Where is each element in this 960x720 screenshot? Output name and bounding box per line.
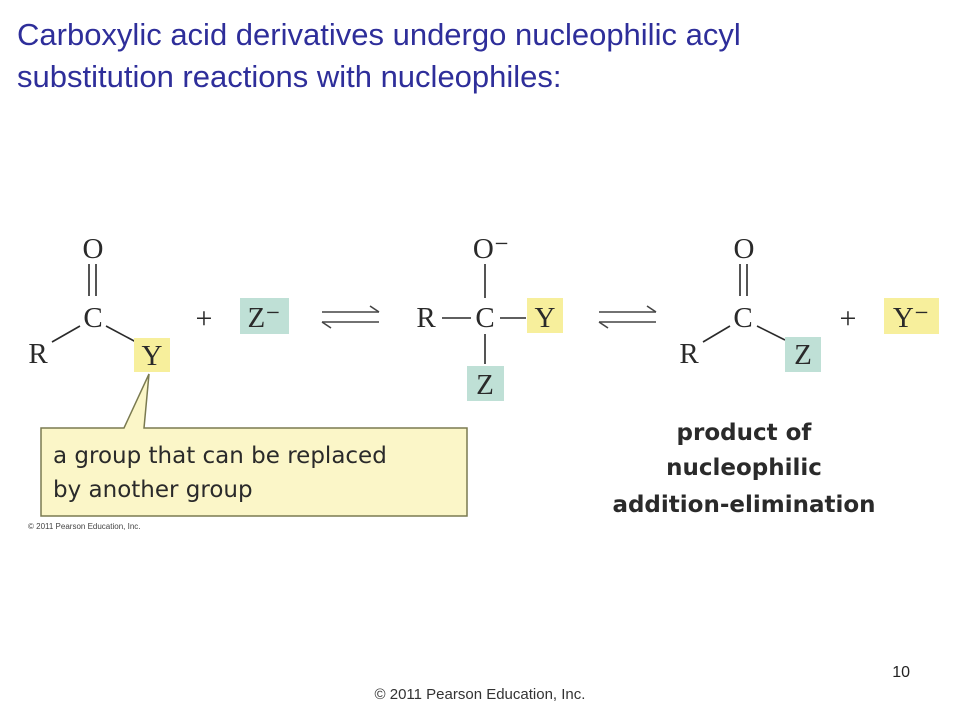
- intermediate-oxygen-anion: O⁻: [473, 233, 509, 265]
- intermediate-y-group: Y: [535, 302, 556, 334]
- callout: a group that can be replaced by another …: [40, 373, 468, 517]
- product-z-highlight: [785, 337, 821, 372]
- leaving-group-highlight: [884, 298, 939, 334]
- intermediate-r-group: R: [416, 302, 436, 334]
- callout-box: [40, 373, 468, 517]
- intermediate-z-group: Z: [476, 369, 494, 401]
- product-carbon: C: [733, 302, 752, 334]
- callout-line-2: by another group: [53, 477, 253, 503]
- figure-credit: © 2011 Pearson Education, Inc.: [28, 522, 140, 531]
- product-label: product of nucleophilic addition-elimina…: [612, 420, 875, 518]
- product-molecule: O C R Z: [679, 233, 821, 372]
- product-bond-z: [756, 325, 786, 341]
- product-oxygen: O: [734, 233, 755, 265]
- intermediate-z-highlight: [467, 366, 504, 401]
- product-label-line-2: nucleophilic: [666, 455, 822, 481]
- slide-footer: © 2011 Pearson Education, Inc.: [374, 686, 586, 703]
- nucleophile-label: Z⁻: [247, 302, 280, 334]
- nucleophile: Z⁻: [240, 298, 289, 334]
- page-number: 10: [892, 664, 910, 681]
- plus-sign-2: +: [840, 302, 857, 335]
- equilibrium-arrow-1: [321, 305, 380, 329]
- reactant-y-group: Y: [142, 340, 163, 372]
- reactant-carbon: C: [83, 302, 102, 334]
- tetrahedral-intermediate: O⁻ R C Y Z: [416, 233, 563, 401]
- title-line-1: Carboxylic acid derivatives undergo nucl…: [17, 17, 741, 52]
- intermediate-y-highlight: [527, 298, 563, 333]
- title-line-2: substitution reactions with nucleophiles…: [17, 59, 562, 94]
- reactant-y-highlight: [134, 338, 170, 372]
- equilibrium-arrow-2: [598, 305, 657, 329]
- slide-title: Carboxylic acid derivatives undergo nucl…: [17, 14, 947, 98]
- nucleophile-highlight: [240, 298, 289, 334]
- product-label-line-3: addition-elimination: [612, 492, 875, 518]
- reactant-oxygen: O: [83, 233, 104, 265]
- plus-sign-1: +: [196, 302, 213, 335]
- reactant-r-group: R: [28, 338, 48, 370]
- reactant-bond-y: [105, 325, 137, 343]
- product-z-group: Z: [794, 339, 812, 371]
- intermediate-carbon: C: [475, 302, 494, 334]
- leaving-group-label: Y⁻: [893, 302, 929, 334]
- callout-line-1: a group that can be replaced: [53, 443, 387, 469]
- product-bond-r: [702, 325, 731, 343]
- leaving-group: Y⁻: [884, 298, 939, 334]
- reactant-bond-r: [51, 325, 81, 343]
- product-r-group: R: [679, 338, 699, 370]
- product-label-line-1: product of: [677, 420, 813, 446]
- reactant-molecule: O C R Y: [28, 233, 170, 372]
